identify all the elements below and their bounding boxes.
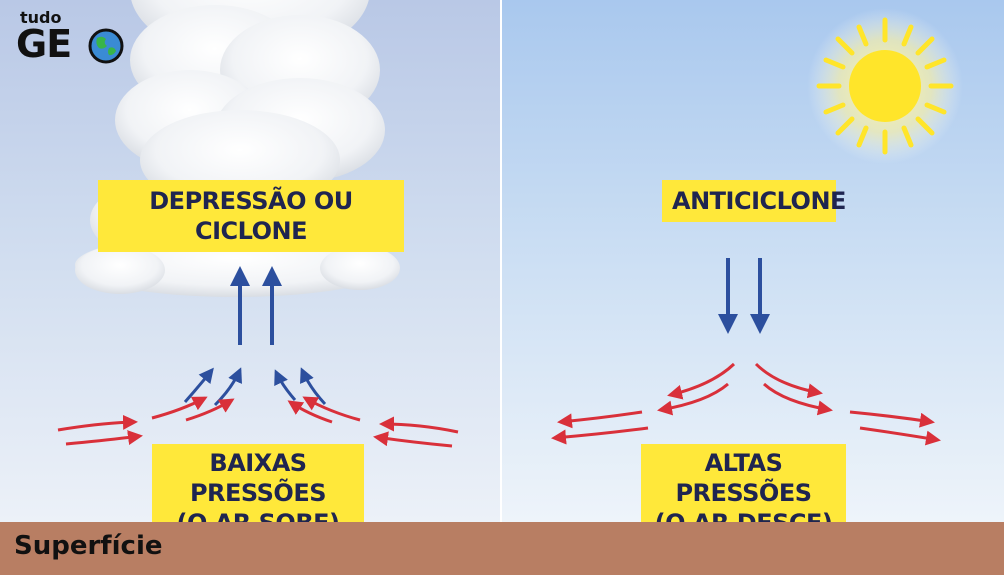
low-pressure-line1: BAIXAS PRESSÕES xyxy=(189,449,327,507)
logo-big-text: GE xyxy=(16,22,72,66)
converging-red-arrows xyxy=(57,396,459,448)
converging-blue-arrows xyxy=(183,367,327,407)
cyclone-title: DEPRESSÃO OU CICLONE xyxy=(98,180,404,252)
surface-ground: Superfície xyxy=(0,522,1004,575)
rising-air-arrows xyxy=(230,266,282,345)
cyclone-panel: tudo GE DEPRESSÃO OU CICLONE BAIXAS PRES… xyxy=(0,0,500,522)
panel-divider xyxy=(500,0,502,522)
high-pressure-label: ALTAS PRESSÕES (O AR DESCE) xyxy=(641,444,846,522)
anticyclone-scene xyxy=(551,8,963,446)
logo-small-text: tudo xyxy=(20,8,62,27)
high-pressure-line1: ALTAS PRESSÕES xyxy=(675,449,812,507)
globe-icon xyxy=(88,28,124,64)
sun-icon xyxy=(807,8,963,164)
high-pressure-line2: (O AR DESCE) xyxy=(649,508,838,522)
diverging-red-arrows xyxy=(551,362,941,446)
anticyclone-title: ANTICICLONE xyxy=(662,180,846,222)
surface-label: Superfície xyxy=(14,531,163,561)
tudogeo-logo: tudo GE xyxy=(16,8,136,74)
low-pressure-label: BAIXAS PRESSÕES (O AR SOBE) xyxy=(152,444,364,522)
low-pressure-line2: (O AR SOBE) xyxy=(160,508,356,522)
anticyclone-panel: ANTICICLONE ALTAS PRESSÕES (O AR DESCE) xyxy=(502,0,1004,522)
sinking-air-arrows xyxy=(718,258,770,334)
